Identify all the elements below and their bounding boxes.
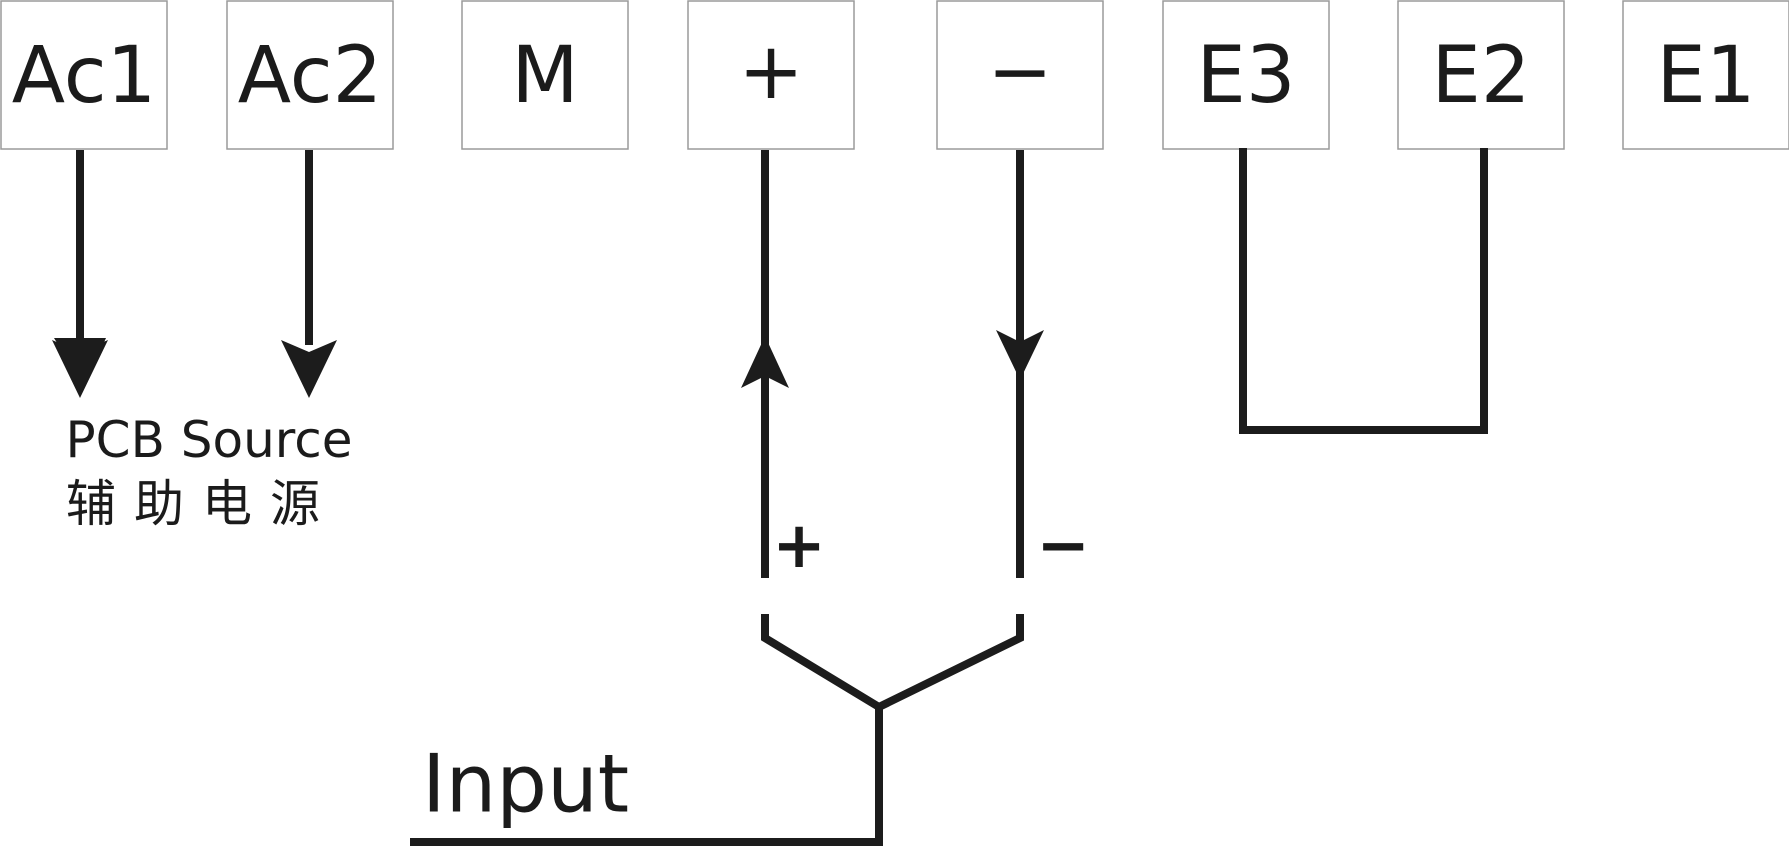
terminal-e3: E3 [1162, 0, 1330, 150]
terminal-ac2-box [226, 0, 394, 150]
terminal-e2: E2 [1397, 0, 1565, 150]
terminal-ac1-box [0, 0, 168, 150]
terminal-e1: E1 [1622, 0, 1789, 150]
input-minus-sign: − [1036, 509, 1090, 583]
terminal-e1-label: E1 [1657, 31, 1756, 121]
terminal-m: M [461, 0, 629, 150]
terminal-m-label: M [511, 31, 578, 121]
input-label: Input [422, 738, 629, 831]
terminal-ac2: Ac2 [226, 0, 394, 150]
terminal-ac1: Ac1 [0, 0, 168, 150]
terminal-ac2-label: Ac2 [238, 31, 383, 121]
input-cable [410, 707, 883, 846]
terminal-ac1-label: Ac1 [12, 31, 157, 121]
terminal-e3-label: E3 [1197, 31, 1296, 121]
input-cable-fork [761, 614, 1024, 712]
terminal-e1-box [1622, 0, 1789, 150]
e3-e2-jumper-wire [1239, 148, 1488, 434]
terminal-plus-box [687, 0, 855, 150]
ac2-down-arrow-icon [281, 340, 337, 398]
plus-up-arrow-icon [741, 336, 789, 388]
terminal-plus-label: + [738, 27, 803, 117]
terminal-minus: − [936, 0, 1104, 150]
terminal-minus-box [936, 0, 1104, 150]
terminal-minus-label: − [987, 27, 1052, 117]
input-plus-sign: + [772, 509, 826, 583]
ac1-down-arrow-head [52, 340, 108, 398]
terminal-plus: + [687, 0, 855, 150]
terminal-m-box [461, 0, 629, 150]
minus-down-arrow-icon [996, 330, 1044, 380]
pcb-source-label-zh: 辅助电源 [66, 475, 338, 533]
terminal-e3-box [1162, 0, 1330, 150]
terminal-e2-label: E2 [1432, 31, 1531, 121]
pcb-source-label: PCB Source [66, 411, 353, 469]
